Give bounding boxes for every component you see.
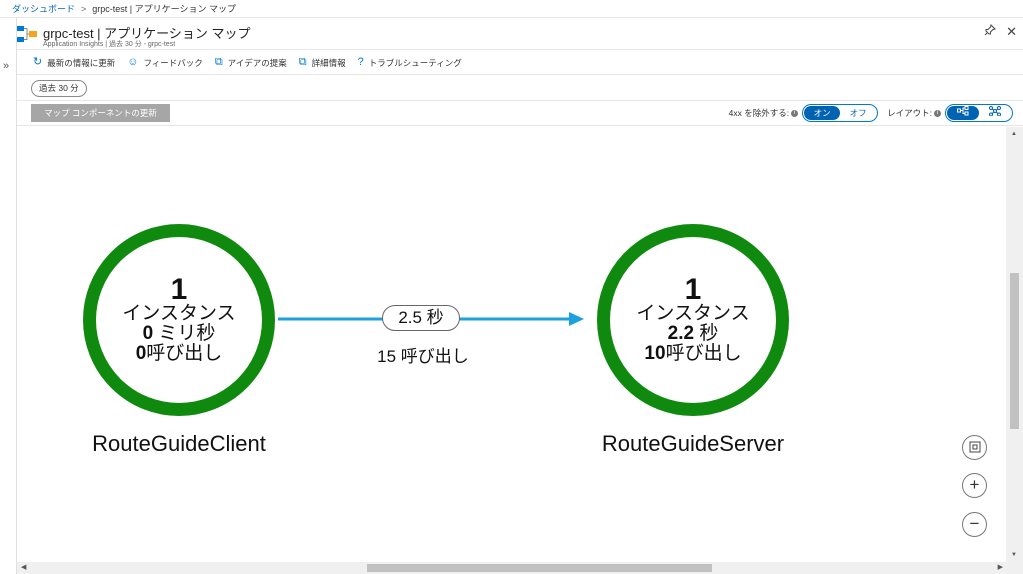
node-calls-value: 10 <box>644 343 666 364</box>
node-route-guide-server[interactable]: 1 インスタンス 2.2 秒 10呼び出し <box>597 224 789 416</box>
node-instances-label: インスタンス <box>636 303 750 324</box>
troubleshoot-button[interactable]: ? トラブルシューティング <box>358 57 462 69</box>
scroll-left-arrow-icon[interactable]: ◀ <box>21 564 27 571</box>
scroll-up-arrow-icon[interactable]: ▲ <box>1011 131 1017 137</box>
filter-row: 過去 30 分 <box>17 76 1023 101</box>
horizontal-scroll-thumb[interactable] <box>367 564 712 572</box>
scroll-down-arrow-icon[interactable]: ▼ <box>1011 552 1017 558</box>
fit-screen-icon <box>969 441 980 453</box>
node-instance-count: 1 <box>170 273 188 306</box>
application-map-canvas[interactable]: 1 インスタンス 0 ミリ秒 0呼び出し RouteGuideClient 1 … <box>17 127 1006 562</box>
exclude-4xx-label: 4xx を除外する: <box>728 108 790 118</box>
close-icon[interactable]: ✕ <box>1006 24 1017 39</box>
refresh-button[interactable]: ↻ 最新の情報に更新 <box>33 57 115 69</box>
details-label: 詳細情報 <box>311 57 346 68</box>
horizontal-scrollbar[interactable]: ◀ ▶ <box>17 562 1023 574</box>
map-control-bar: マップ コンポーネントの更新 4xx を除外する: i オン オフ レイアウト:… <box>17 102 1023 126</box>
plus-icon: + <box>969 475 980 494</box>
ideas-label: アイデアの提案 <box>227 57 287 68</box>
refresh-label: 最新の情報に更新 <box>47 57 116 68</box>
info-icon[interactable]: i <box>934 109 941 117</box>
question-icon: ? <box>357 56 364 68</box>
feedback-label: フィードバック <box>143 57 203 68</box>
update-map-components-button[interactable]: マップ コンポーネントの更新 <box>31 104 170 122</box>
layout-toggle <box>945 104 1013 122</box>
node-duration-unit: ミリ秒 <box>158 323 216 344</box>
node-duration-unit: 秒 <box>699 323 719 344</box>
node-name-route-guide-server: RouteGuideServer <box>601 431 785 456</box>
expand-menu-icon[interactable]: » <box>3 60 10 72</box>
node-route-guide-client[interactable]: 1 インスタンス 0 ミリ秒 0呼び出し <box>83 224 275 416</box>
node-duration-value: 2.2 <box>667 323 695 344</box>
exclude-4xx-on[interactable]: オン <box>804 106 841 120</box>
details-button[interactable]: ⧉ 詳細情報 <box>299 57 346 69</box>
exclude-4xx-off[interactable]: オフ <box>840 106 877 120</box>
node-calls-unit: 呼び出し <box>146 343 223 364</box>
node-name-route-guide-client: RouteGuideClient <box>92 431 266 456</box>
edge-calls-label: 15 呼び出し <box>377 347 469 366</box>
minus-icon: − <box>969 514 980 533</box>
breadcrumb: ダッシュボード > grpc-test | アプリケーション マップ <box>0 0 1023 18</box>
node-duration-value: 0 <box>142 323 154 344</box>
external-link-icon: ⧉ <box>298 56 307 68</box>
scroll-right-arrow-icon[interactable]: ▶ <box>997 564 1003 571</box>
layout-hierarchical-option[interactable] <box>947 106 979 120</box>
layout-force-option[interactable] <box>979 106 1011 120</box>
feedback-button[interactable]: ☺ フィードバック <box>127 57 203 69</box>
time-range-pill[interactable]: 過去 30 分 <box>31 80 87 97</box>
page-title: grpc-test | アプリケーション マップ <box>43 26 251 41</box>
chevron-right-icon: > <box>81 3 87 14</box>
layout-label: レイアウト: <box>887 108 932 118</box>
force-layout-icon <box>989 106 1001 117</box>
external-link-icon: ⧉ <box>214 56 223 68</box>
vertical-scrollbar[interactable]: ▲ ▼ <box>1006 127 1023 562</box>
toolbar: ↻ 最新の情報に更新 ☺ フィードバック ⧉ アイデアの提案 ⧉ 詳細情報 ? … <box>17 51 1023 75</box>
vertical-scroll-thumb[interactable] <box>1010 273 1019 429</box>
node-instance-count: 1 <box>684 273 702 306</box>
breadcrumb-dashboard-link[interactable]: ダッシュボード <box>12 4 76 14</box>
page-subtitle: Application Insights | 過去 30 分 - grpc-te… <box>43 41 176 48</box>
blade-header: grpc-test | アプリケーション マップ Application Ins… <box>17 18 1023 50</box>
refresh-icon: ↻ <box>33 56 43 68</box>
info-icon[interactable]: i <box>791 109 799 117</box>
fit-to-screen-button[interactable] <box>962 435 987 460</box>
pin-icon[interactable] <box>984 24 997 40</box>
breadcrumb-current: grpc-test | アプリケーション マップ <box>92 4 236 14</box>
node-instances-label: インスタンス <box>122 303 236 324</box>
zoom-in-button[interactable]: + <box>962 473 987 498</box>
node-calls-value: 0 <box>135 343 147 364</box>
edge-duration-pill[interactable]: 2.5 秒 <box>382 305 460 331</box>
zoom-out-button[interactable]: − <box>962 512 987 537</box>
troubleshoot-label: トラブルシューティング <box>368 57 462 68</box>
hierarchical-layout-icon <box>957 106 969 116</box>
application-map-logo-icon <box>17 26 37 42</box>
node-calls-unit: 呼び出し <box>665 343 742 364</box>
exclude-4xx-toggle: オン オフ <box>802 104 879 122</box>
left-rail: » <box>0 18 17 574</box>
smiley-icon: ☺ <box>127 56 139 68</box>
ideas-button[interactable]: ⧉ アイデアの提案 <box>215 57 287 69</box>
